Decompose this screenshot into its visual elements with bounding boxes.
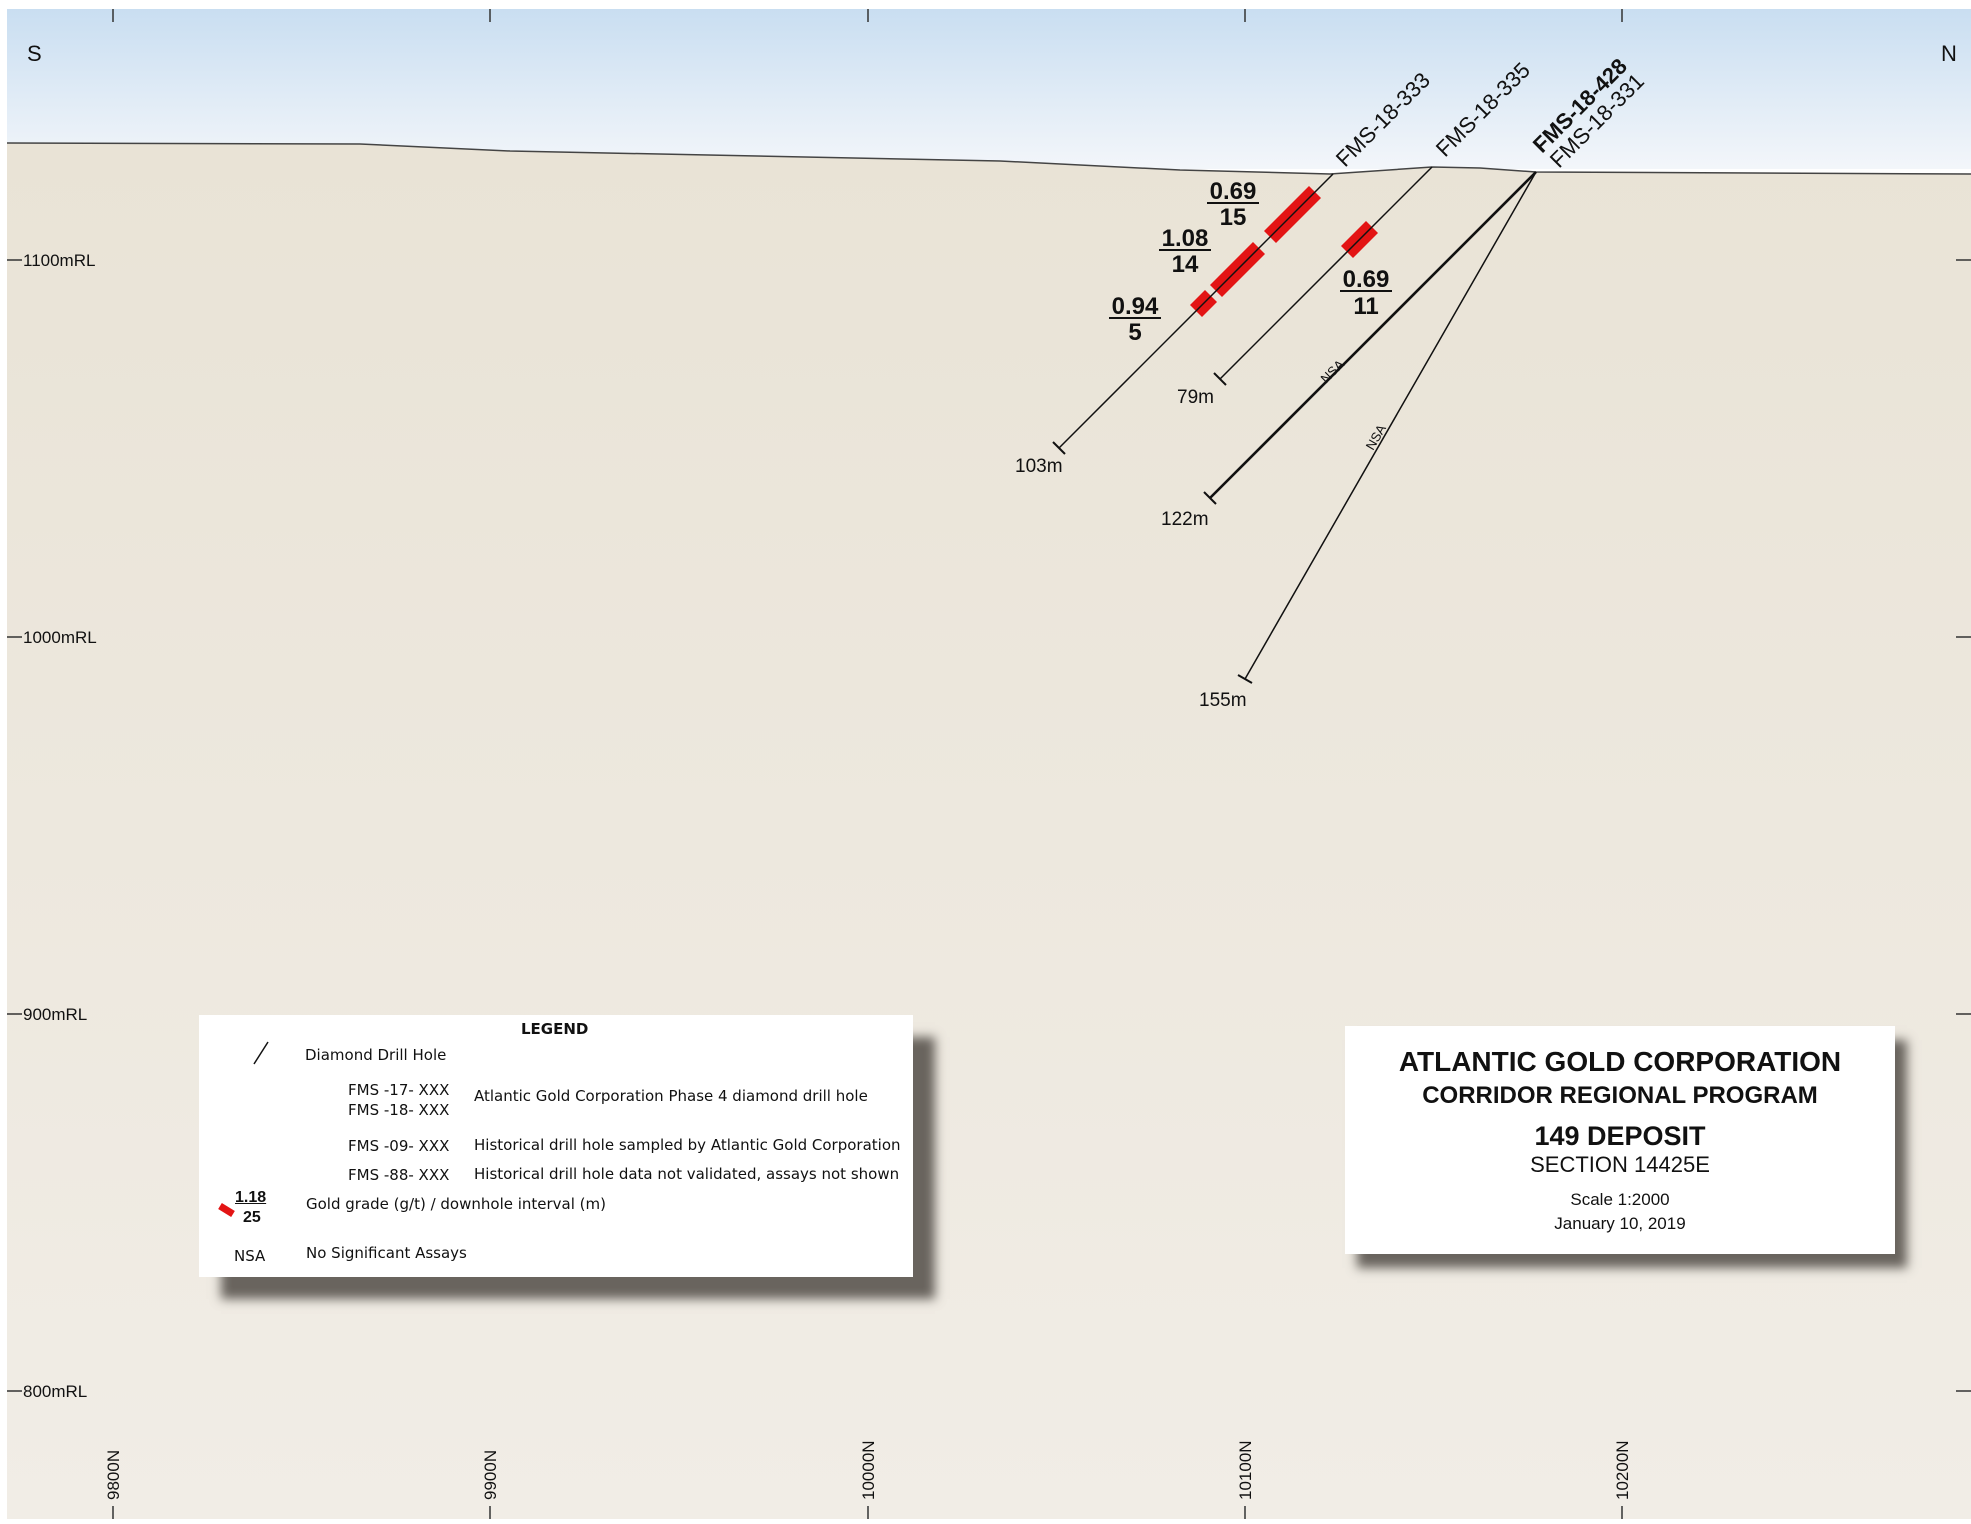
northing-label: 10100N xyxy=(1236,1440,1255,1500)
legend-nsa-code: NSA xyxy=(234,1247,266,1265)
title-block: ATLANTIC GOLD CORPORATION CORRIDOR REGIO… xyxy=(1345,1026,1895,1254)
ground xyxy=(7,143,1971,1519)
elevation-label: 1100mRL xyxy=(23,251,95,270)
drill-hole-fms-18-331 xyxy=(1237,171,1537,684)
depth-label: 79m xyxy=(1177,387,1214,408)
depth-label: 155m xyxy=(1199,690,1247,711)
svg-text:15: 15 xyxy=(1220,204,1247,231)
legend-phase4-code: FMS -17- XXX xyxy=(348,1081,450,1099)
svg-text:0.94: 0.94 xyxy=(1112,293,1159,320)
section-name: SECTION 14425E xyxy=(1530,1152,1710,1177)
depth-label: 122m xyxy=(1161,509,1209,530)
northing-label: 9800N xyxy=(104,1450,123,1500)
intercept-label: 0.69 11 xyxy=(1340,266,1392,320)
sky xyxy=(7,9,1971,169)
svg-text:0.69: 0.69 xyxy=(1210,178,1257,205)
intercept-symbol-icon xyxy=(218,1203,235,1217)
north-label: N xyxy=(1941,41,1957,66)
company-name: ATLANTIC GOLD CORPORATION xyxy=(1398,1046,1842,1077)
date-text: January 10, 2019 xyxy=(1554,1214,1686,1233)
drill-hole-symbol-icon xyxy=(253,1041,269,1065)
northing-label: 9900N xyxy=(481,1450,500,1500)
intercept-label: 0.94 5 xyxy=(1109,293,1161,346)
drill-hole-fms-18-428 xyxy=(1203,171,1537,505)
intercept-bars xyxy=(1189,185,1379,318)
legend-historical-desc: Historical drill hole sampled by Atlanti… xyxy=(474,1136,901,1154)
legend-phase4-code: FMS -18- XXX xyxy=(348,1101,450,1119)
svg-text:5: 5 xyxy=(1128,319,1141,346)
svg-text:11: 11 xyxy=(1353,293,1378,320)
legend-not-validated-code: FMS -88- XXX xyxy=(348,1166,450,1184)
legend-not-validated-desc: Historical drill hole data not validated… xyxy=(474,1165,900,1183)
elevation-label: 1000mRL xyxy=(23,628,97,647)
legend-title: LEGEND xyxy=(521,1020,589,1038)
program-name: CORRIDOR REGIONAL PROGRAM xyxy=(1422,1082,1818,1109)
elevation-ticks xyxy=(7,259,1971,1392)
northing-label: 10000N xyxy=(859,1440,878,1500)
northing-label: 10200N xyxy=(1613,1440,1632,1500)
svg-text:1.08: 1.08 xyxy=(1162,225,1209,252)
elevation-label: 800mRL xyxy=(23,1382,87,1401)
intercept-label: 0.69 15 xyxy=(1207,178,1259,231)
topography-line xyxy=(6,142,1971,175)
elevation-label: 900mRL xyxy=(23,1005,87,1024)
legend-historical-code: FMS -09- XXX xyxy=(348,1137,450,1155)
deposit-name: 149 DEPOSIT xyxy=(1534,1121,1706,1151)
legend-diamond-drill-hole: Diamond Drill Hole xyxy=(305,1046,447,1064)
top-grid-ticks xyxy=(112,9,1623,22)
legend-grade-desc: Gold grade (g/t) / downhole interval (m) xyxy=(306,1195,606,1213)
intercept-label: 1.08 14 xyxy=(1159,225,1211,278)
svg-text:0.69: 0.69 xyxy=(1343,266,1390,293)
scale-text: Scale 1:2000 xyxy=(1570,1190,1670,1209)
drill-hole-fms-18-335 xyxy=(1213,166,1433,386)
legend-grade-example: 1.18 xyxy=(235,1189,267,1206)
south-label: S xyxy=(27,41,42,66)
legend-nsa-desc: No Significant Assays xyxy=(306,1244,467,1262)
bottom-grid-ticks xyxy=(112,1506,1623,1519)
legend-panel: LEGEND Diamond Drill Hole FMS -17- XXX F… xyxy=(199,1015,913,1277)
legend-phase4-desc: Atlantic Gold Corporation Phase 4 diamon… xyxy=(474,1087,868,1105)
svg-text:14: 14 xyxy=(1172,251,1199,278)
legend-interval-example: 25 xyxy=(243,1209,261,1226)
depth-label: 103m xyxy=(1015,456,1063,477)
